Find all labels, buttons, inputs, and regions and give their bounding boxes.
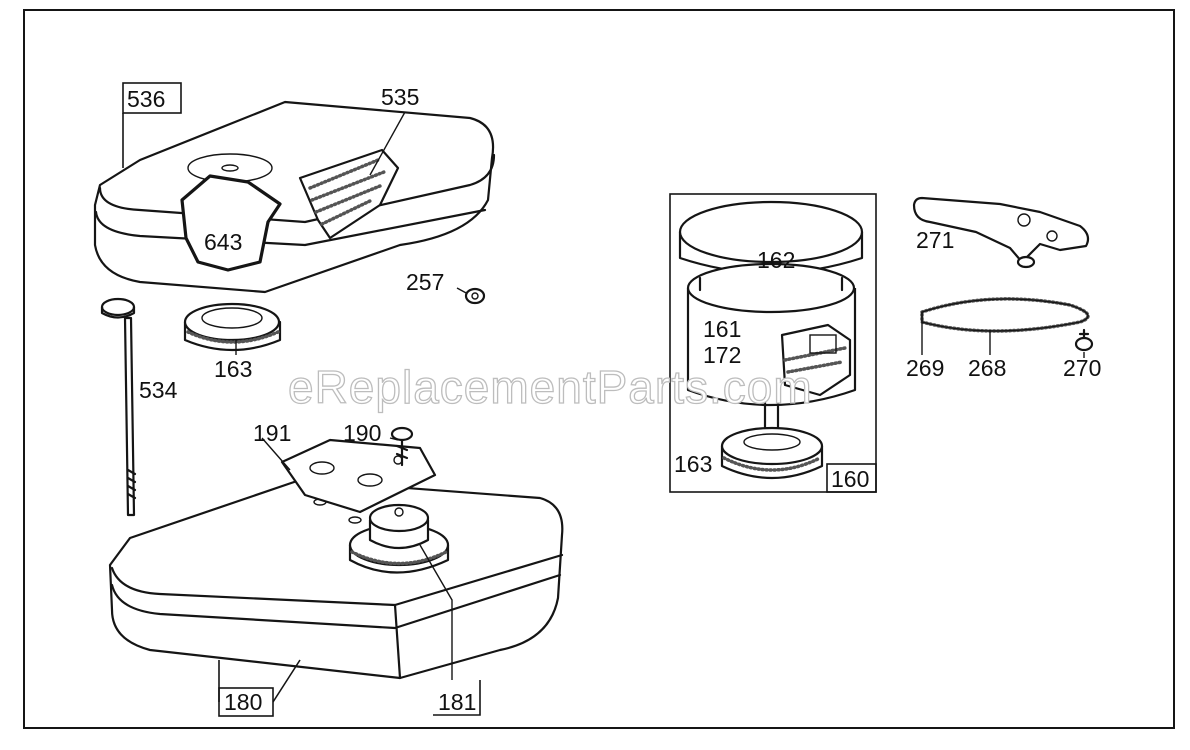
part-label-191: 191 [253, 420, 291, 446]
air-cleaner-cover [93, 100, 496, 294]
part-label-162: 162 [757, 247, 795, 273]
part-label-270: 270 [1063, 355, 1101, 381]
part-label-534: 534 [139, 377, 178, 403]
part-label-163-lower: 163 [674, 451, 712, 477]
watermark-text: eReplacementParts.com [288, 361, 813, 413]
nut-270 [1074, 328, 1094, 352]
part-label-535: 535 [381, 84, 419, 110]
part-label-181: 181 [438, 689, 476, 715]
part-label-643: 643 [204, 229, 242, 255]
part-label-271: 271 [916, 227, 954, 253]
diagram-frame [23, 9, 1175, 729]
assembly-box-160 [669, 193, 877, 493]
foam-strip-535 [298, 148, 400, 240]
gasket-163-lower [720, 396, 824, 480]
part-label-160: 160 [831, 466, 869, 492]
part-label-180: 180 [224, 689, 262, 715]
band-268 [920, 297, 1090, 333]
gasket-163-upper [183, 302, 282, 352]
part-label-190: 190 [343, 420, 381, 446]
bracket-271 [912, 196, 1090, 269]
air-cleaner-body-161 [686, 262, 857, 407]
part-label-163-upper: 163 [214, 356, 252, 382]
fuel-tank [108, 478, 564, 680]
part-label-269: 269 [906, 355, 944, 381]
clip-643 [180, 174, 282, 272]
screw-190 [390, 426, 414, 467]
part-label-536: 536 [127, 86, 165, 112]
label-box-536 [122, 82, 182, 114]
part-label-172: 172 [703, 342, 741, 368]
screw-257 [456, 287, 486, 305]
part-label-257: 257 [406, 269, 444, 295]
part-label-161: 161 [703, 316, 741, 342]
part-label-268: 268 [968, 355, 1006, 381]
label-box-160 [826, 463, 877, 493]
cartridge-162 [678, 200, 864, 275]
gasket-191 [280, 438, 437, 514]
dipstick-534 [100, 297, 137, 517]
